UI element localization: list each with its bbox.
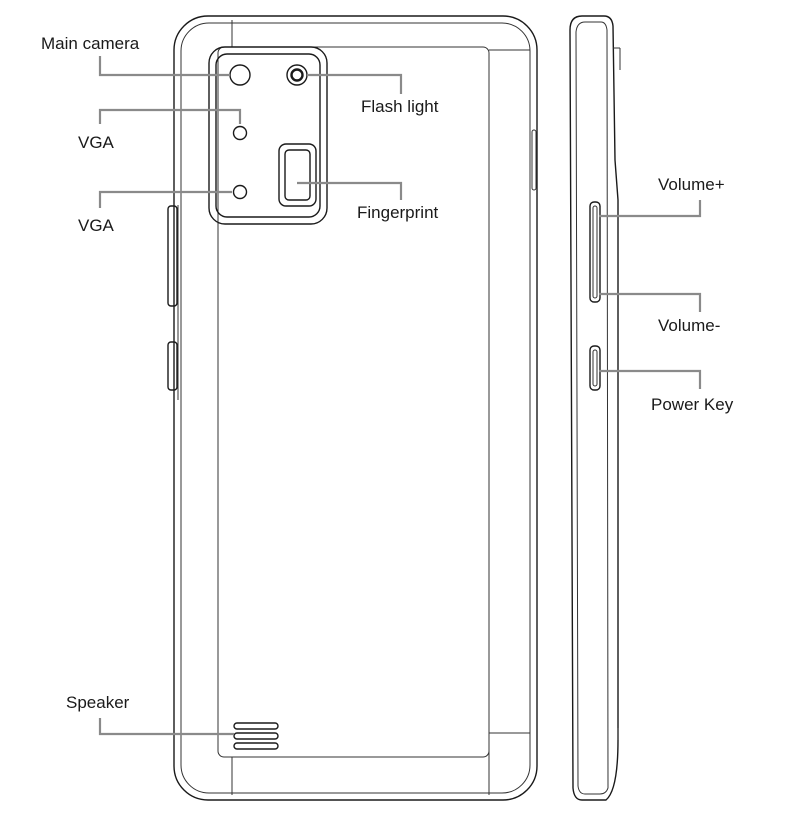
- leader-lines: [98, 56, 702, 736]
- camera-module: [208, 46, 328, 225]
- main-camera-lens: [229, 64, 251, 86]
- vga-lens-1: [232, 125, 248, 141]
- speaker-slot-3: [233, 742, 279, 750]
- leader-fingerprint: [297, 181, 403, 200]
- speaker-slot-2: [233, 732, 279, 740]
- callout-labels: Main camera VGA VGA Flash light Fingerpr…: [41, 34, 734, 712]
- back-panel: [217, 46, 490, 758]
- back-volume-button: [167, 205, 178, 307]
- side-volume-button-inner: [592, 205, 598, 299]
- label-power-key: Power Key: [651, 395, 734, 414]
- leader-speaker: [98, 718, 234, 736]
- back-body-outer: [173, 15, 538, 801]
- flash-light-core: [290, 68, 304, 82]
- side-body-inner: [575, 21, 609, 795]
- label-vga-1: VGA: [78, 133, 115, 152]
- leader-power-key: [599, 369, 702, 389]
- leader-vga-1: [98, 108, 242, 124]
- back-power-button: [167, 341, 178, 391]
- camera-module-outer: [208, 46, 328, 225]
- camera-module-inner: [215, 53, 321, 218]
- side-power-button-inner: [592, 349, 598, 387]
- label-flash-light: Flash light: [361, 97, 439, 116]
- speaker-grille: [233, 722, 279, 750]
- back-body-inner: [180, 22, 531, 794]
- leader-flash-light: [307, 73, 403, 94]
- fingerprint-sensor-outer: [278, 143, 317, 207]
- label-speaker: Speaker: [66, 693, 130, 712]
- phone-back-view: [167, 15, 538, 801]
- leader-volume-down: [599, 292, 702, 312]
- fingerprint-sensor-inner: [284, 149, 311, 201]
- side-volume-button: [589, 201, 601, 303]
- side-power-button: [589, 345, 601, 391]
- label-fingerprint: Fingerprint: [357, 203, 439, 222]
- phone-side-view: [569, 15, 621, 801]
- leader-volume-up: [599, 200, 702, 218]
- label-volume-up: Volume+: [658, 175, 725, 194]
- back-right-notch: [531, 129, 537, 191]
- side-body-outer: [569, 15, 619, 801]
- vga-lens-2: [232, 184, 248, 200]
- flash-light-ring: [286, 64, 308, 86]
- label-vga-2: VGA: [78, 216, 115, 235]
- label-volume-down: Volume-: [658, 316, 720, 335]
- speaker-slot-1: [233, 722, 279, 730]
- label-main-camera: Main camera: [41, 34, 140, 53]
- leader-main-camera: [98, 56, 230, 77]
- leader-vga-2: [98, 190, 232, 208]
